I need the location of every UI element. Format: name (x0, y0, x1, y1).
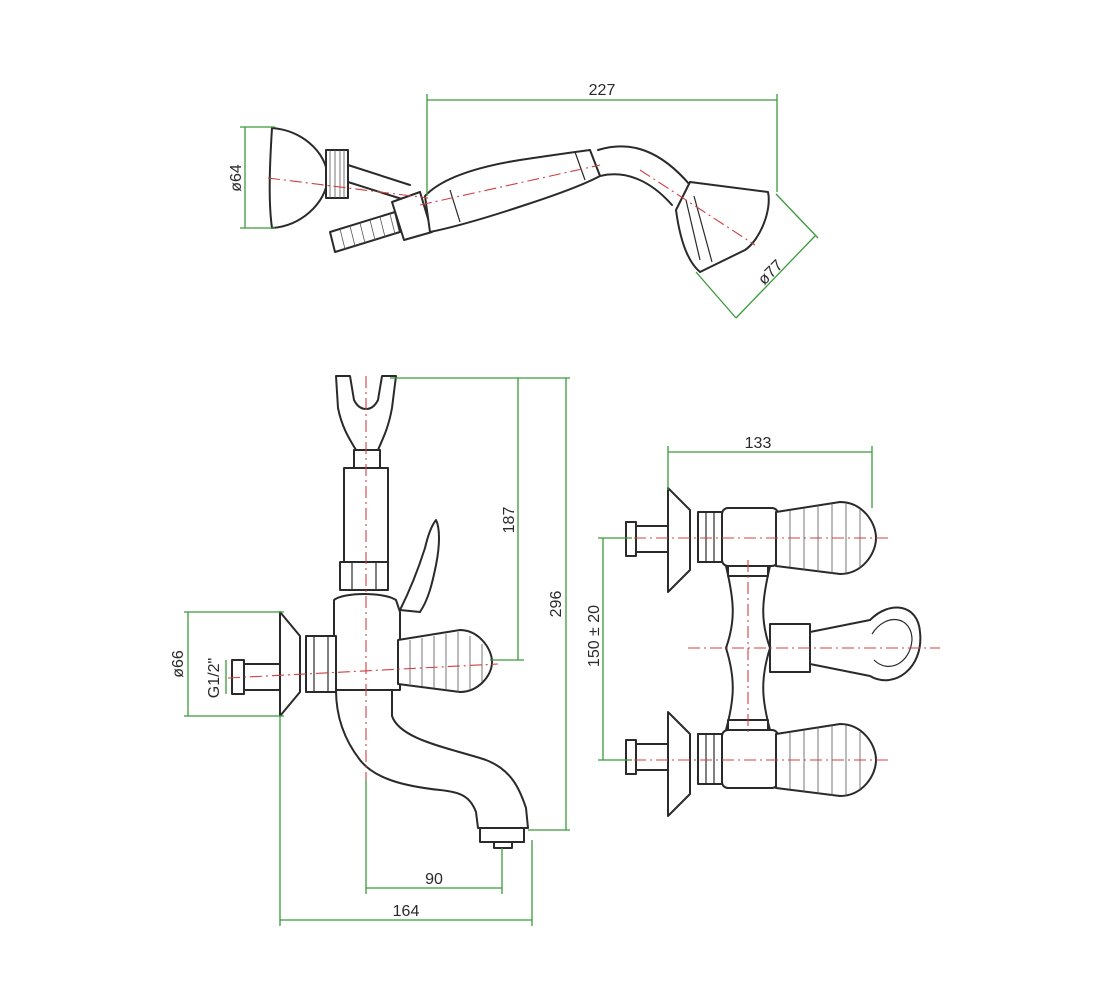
diverter-lever (399, 519, 440, 613)
lower-inlet-assembly (612, 711, 888, 817)
dim-overall-depth: 164 (393, 903, 420, 920)
dim-overall-height: 296 (548, 591, 565, 618)
bath-spout (335, 689, 529, 829)
dim-hand-shower-length: 227 (589, 82, 616, 99)
mixer-body (333, 593, 401, 691)
mixer-side-view: 187 296 ø66 G1/2" 90 164 (170, 375, 570, 926)
dim-spout-reach: 90 (425, 871, 443, 888)
dim-holder-height: 187 (501, 507, 518, 534)
shower-head (675, 181, 770, 273)
wall-flange (279, 611, 301, 717)
hand-shower-handle (424, 149, 601, 233)
diverter-knob (769, 623, 811, 673)
side-handle (397, 629, 493, 693)
dim-inlet-centers: 150 ± 20 (586, 605, 603, 667)
dim-handle-span: 133 (745, 435, 772, 452)
upper-inlet-assembly (612, 487, 888, 593)
dim-shower-head-diameter: ø77 (755, 257, 787, 289)
dim-inlet-thread: G1/2" (206, 658, 223, 698)
dim-flange-diameter: ø66 (170, 650, 187, 678)
bracket-nut (325, 149, 349, 199)
hand-shower-view: 227 ø64 ø77 (228, 82, 819, 319)
dim-wall-bracket-diameter: ø64 (228, 164, 245, 192)
hose-thread (329, 211, 401, 253)
shower-holder-fork (335, 375, 397, 451)
wall-bracket-cup (268, 127, 329, 229)
mixer-top-view: 133 150 ± 20 (586, 435, 940, 817)
